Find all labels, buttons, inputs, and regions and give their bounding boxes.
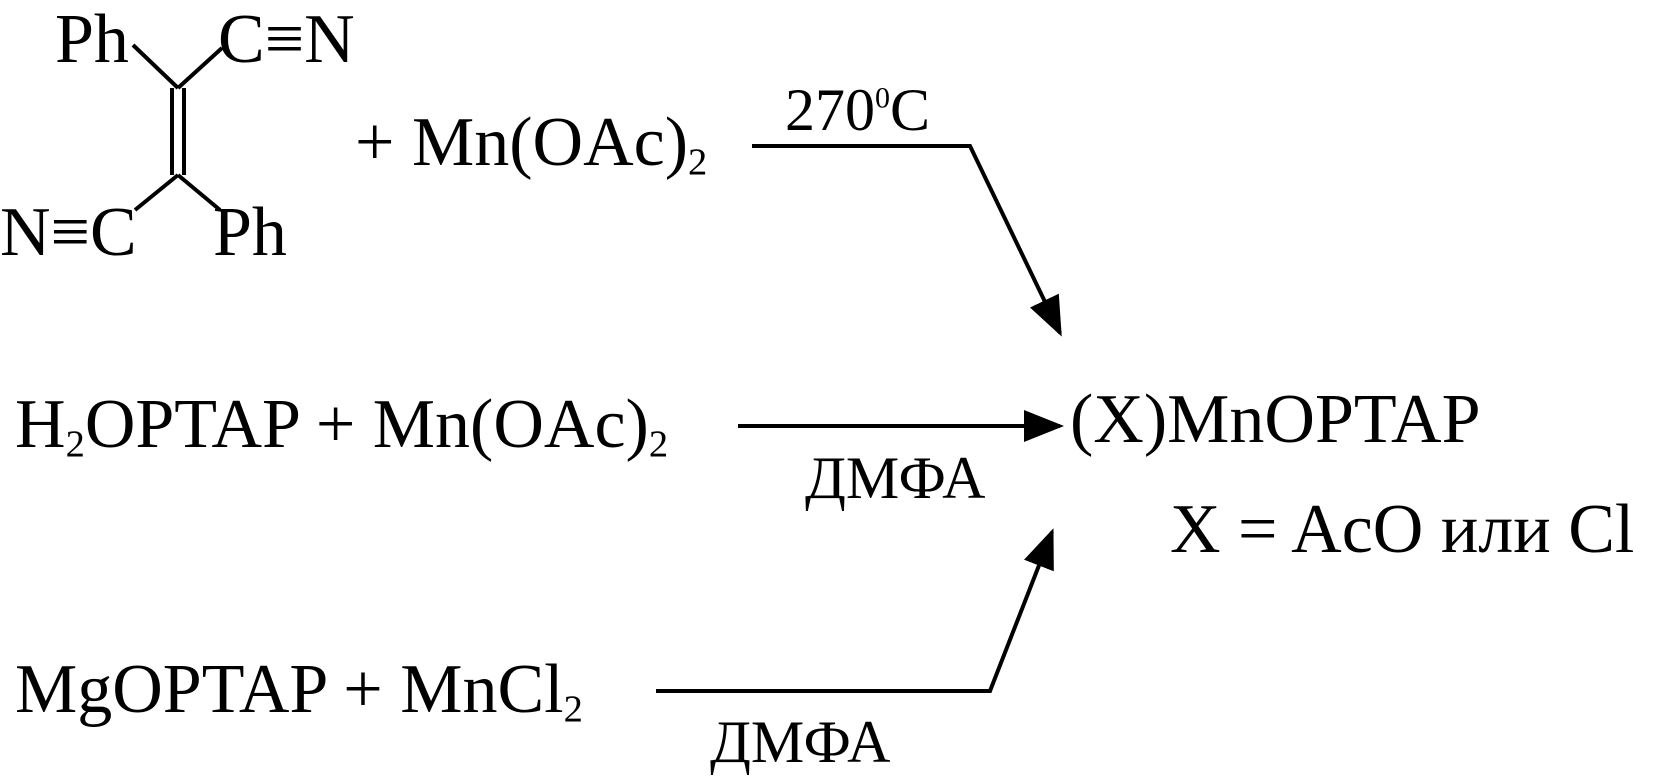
label-nc-bottom: N≡C: [0, 194, 137, 271]
route-1-condition: 2700C: [785, 77, 931, 143]
label-ph-bottom: Ph: [213, 194, 287, 271]
bond-ph-top: [131, 43, 180, 90]
route-2-condition: ДМФА: [805, 445, 986, 511]
bond-cn-top: [176, 46, 224, 90]
bond-ph-bottom: [176, 173, 222, 212]
route-3-reactants: MgOPTAP + MnCl2: [15, 651, 583, 731]
label-ph-top: Ph: [55, 1, 129, 78]
bond-nc-bottom: [133, 173, 180, 212]
product-name: (X)MnOPTAP: [1070, 381, 1481, 458]
route-3-condition: ДМФА: [710, 709, 891, 775]
product-note: X = AcO или Cl: [1170, 491, 1635, 568]
arrow-route-1: [752, 144, 1062, 337]
route-1-reagent: + Mn(OAc)2: [355, 104, 708, 184]
label-cn-top: C≡N: [218, 1, 355, 78]
arrow-route-3: [656, 528, 1054, 693]
route-2-reactants: H2OPTAP + Mn(OAc)2: [15, 386, 669, 466]
